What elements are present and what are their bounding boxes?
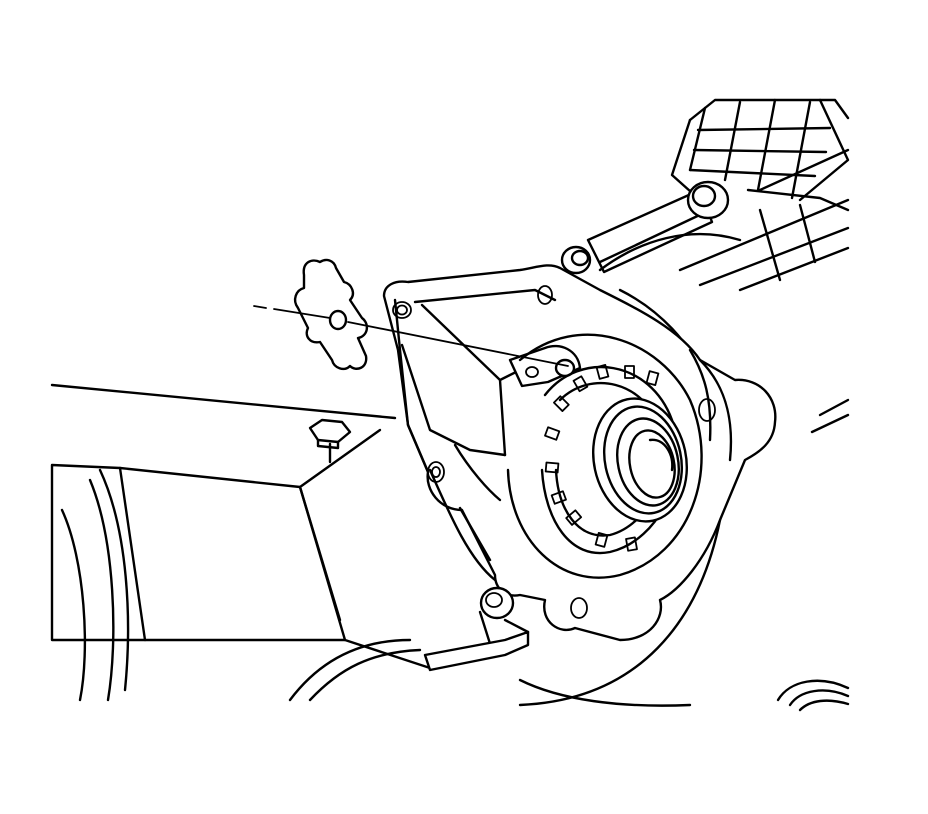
flange-bolt-hole-2 (537, 285, 553, 305)
housing-edge-marks (810, 398, 850, 434)
output-shaft-housing (50, 383, 432, 702)
flange-bolt-hole-3 (698, 398, 716, 422)
installation-leader-line (253, 305, 569, 367)
reluctor-teeth (544, 364, 660, 552)
housing-rib-detail (776, 679, 850, 712)
adapter-flange (382, 264, 777, 642)
housing-lower-arc (518, 678, 692, 707)
mounting-foot (423, 618, 530, 672)
flange-bolt-hole-5 (570, 597, 588, 619)
strut-bolt-upper (686, 180, 730, 220)
support-strut (586, 188, 742, 274)
strut-bolt-lower (560, 245, 592, 275)
output-shaft-seal (591, 397, 689, 523)
locking-tab (293, 258, 369, 371)
shaft-housing-bolt (308, 418, 352, 464)
flange-bolt-hole-4 (427, 461, 445, 483)
flange-bolt-hole-1 (392, 301, 412, 319)
transmission-case-grille (670, 98, 850, 292)
